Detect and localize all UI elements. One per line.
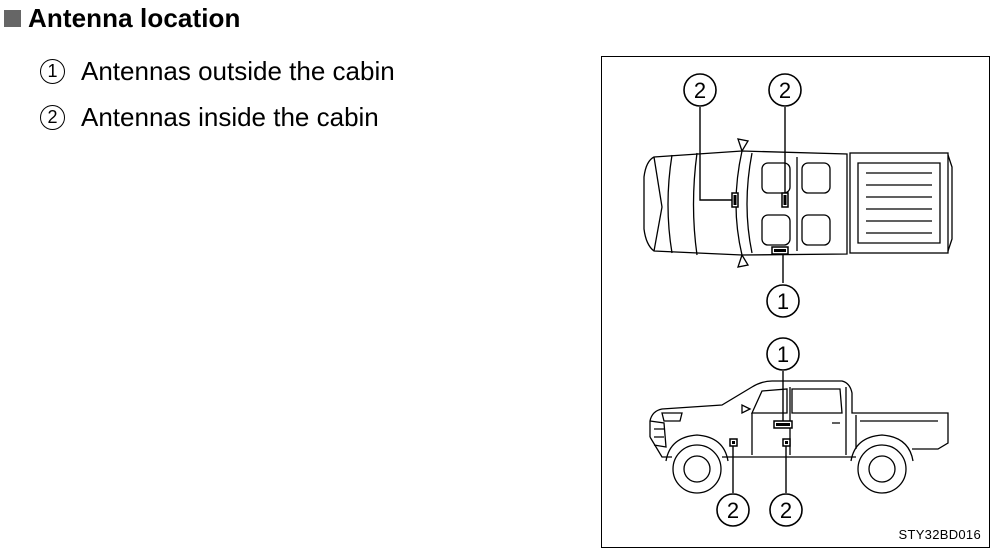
circled-number: 2 [40, 104, 65, 130]
callout-label: 2 [779, 78, 791, 103]
list-item-text: Antennas outside the cabin [81, 55, 395, 86]
truck-top-view [643, 138, 953, 268]
section-heading: Antenna location [4, 2, 241, 34]
truck-illustration: 2 2 1 1 2 2 [643, 73, 953, 527]
callout-label: 2 [694, 78, 706, 103]
antenna-location-figure: 2 2 1 1 2 2 STY32BD016 [601, 56, 990, 548]
heading-title: Antenna location [28, 2, 241, 33]
callout-label: 1 [777, 289, 789, 314]
list-item-text: Antennas inside the cabin [81, 101, 379, 132]
truck-side-view [649, 380, 949, 494]
callout-label: 1 [777, 342, 789, 367]
figure-code: STY32BD016 [898, 527, 981, 542]
legend-list: 1 Antennas outside the cabin 2 Antennas … [40, 48, 395, 140]
list-item: 1 Antennas outside the cabin [40, 48, 395, 94]
callout-label: 2 [727, 498, 739, 523]
heading-square-icon [4, 9, 21, 27]
callout-label: 2 [780, 498, 792, 523]
circled-number: 1 [40, 58, 65, 84]
list-item: 2 Antennas inside the cabin [40, 94, 395, 140]
